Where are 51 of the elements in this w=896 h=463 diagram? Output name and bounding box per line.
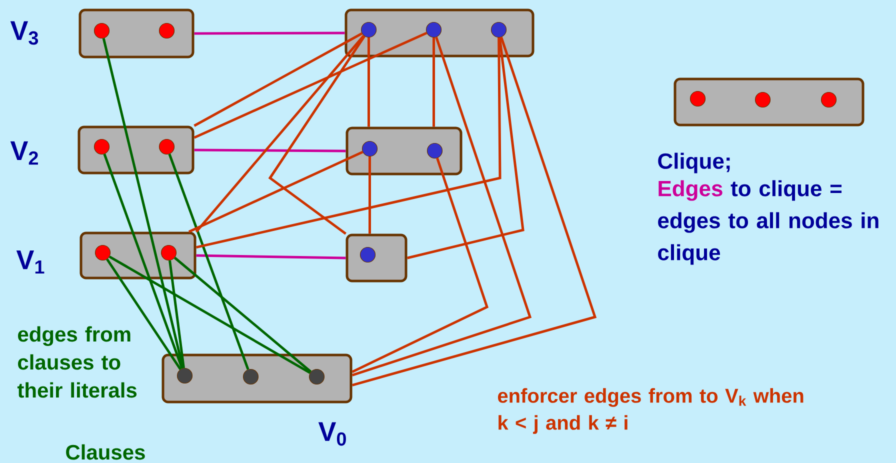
set-label: V$_{0}$ (318, 422, 346, 446)
vertex-dot (490, 22, 507, 38)
edge-line (194, 32, 345, 35)
vertex-dot (158, 138, 175, 155)
group-box (162, 354, 352, 404)
group-box (78, 8, 194, 58)
vertex-dot (160, 244, 177, 261)
edge-line (195, 34, 365, 233)
group-box (674, 78, 864, 126)
vertex-dot (360, 246, 376, 263)
legend-text: Edges to clique = edges to all nodes in clique (658, 180, 878, 265)
set-label: V$_{3}$ (10, 21, 38, 45)
legend-text: Clique; (658, 152, 730, 174)
group-box (346, 126, 462, 176)
edge-line (108, 256, 311, 374)
edge-line (174, 256, 312, 373)
edge-line (268, 36, 366, 235)
edge-line (352, 36, 532, 376)
vertex-dot (94, 22, 110, 39)
vertex-dot (158, 22, 175, 39)
vertex-dot (754, 92, 771, 108)
set-label: V$_{2}$ (10, 141, 38, 165)
edge-line (168, 260, 185, 368)
edge-line (432, 38, 435, 127)
edge-line (406, 37, 524, 260)
section-label: Clauses (66, 444, 145, 460)
edge-line (188, 150, 364, 233)
vertex-dot (360, 22, 377, 38)
note-text: enforcer edges from to V$_{k}$ when k < j and k ≠ i (498, 388, 804, 434)
vertex-dot (362, 140, 378, 157)
vertex-dot (94, 138, 110, 155)
vertex-dot (242, 368, 259, 385)
vertex-dot (308, 368, 325, 385)
edge-line (196, 38, 502, 249)
set-label: V$_{1}$ (16, 250, 44, 274)
vertex-dot (176, 368, 193, 384)
vertex-dot (94, 244, 111, 261)
vertex-dot (690, 90, 706, 107)
edge-line (196, 254, 346, 260)
vertex-dot (820, 92, 837, 108)
edge-line (368, 156, 371, 234)
vertex-dot (426, 142, 443, 159)
edge-line (194, 32, 428, 139)
edge-line (352, 36, 597, 386)
edge-line (194, 148, 346, 152)
note-text: edges from clauses to their literals (17, 326, 137, 398)
group-box (346, 234, 408, 282)
edge-line (194, 32, 363, 127)
edge-line (106, 258, 182, 370)
edge-line (368, 38, 370, 127)
vertex-dot (426, 22, 442, 38)
